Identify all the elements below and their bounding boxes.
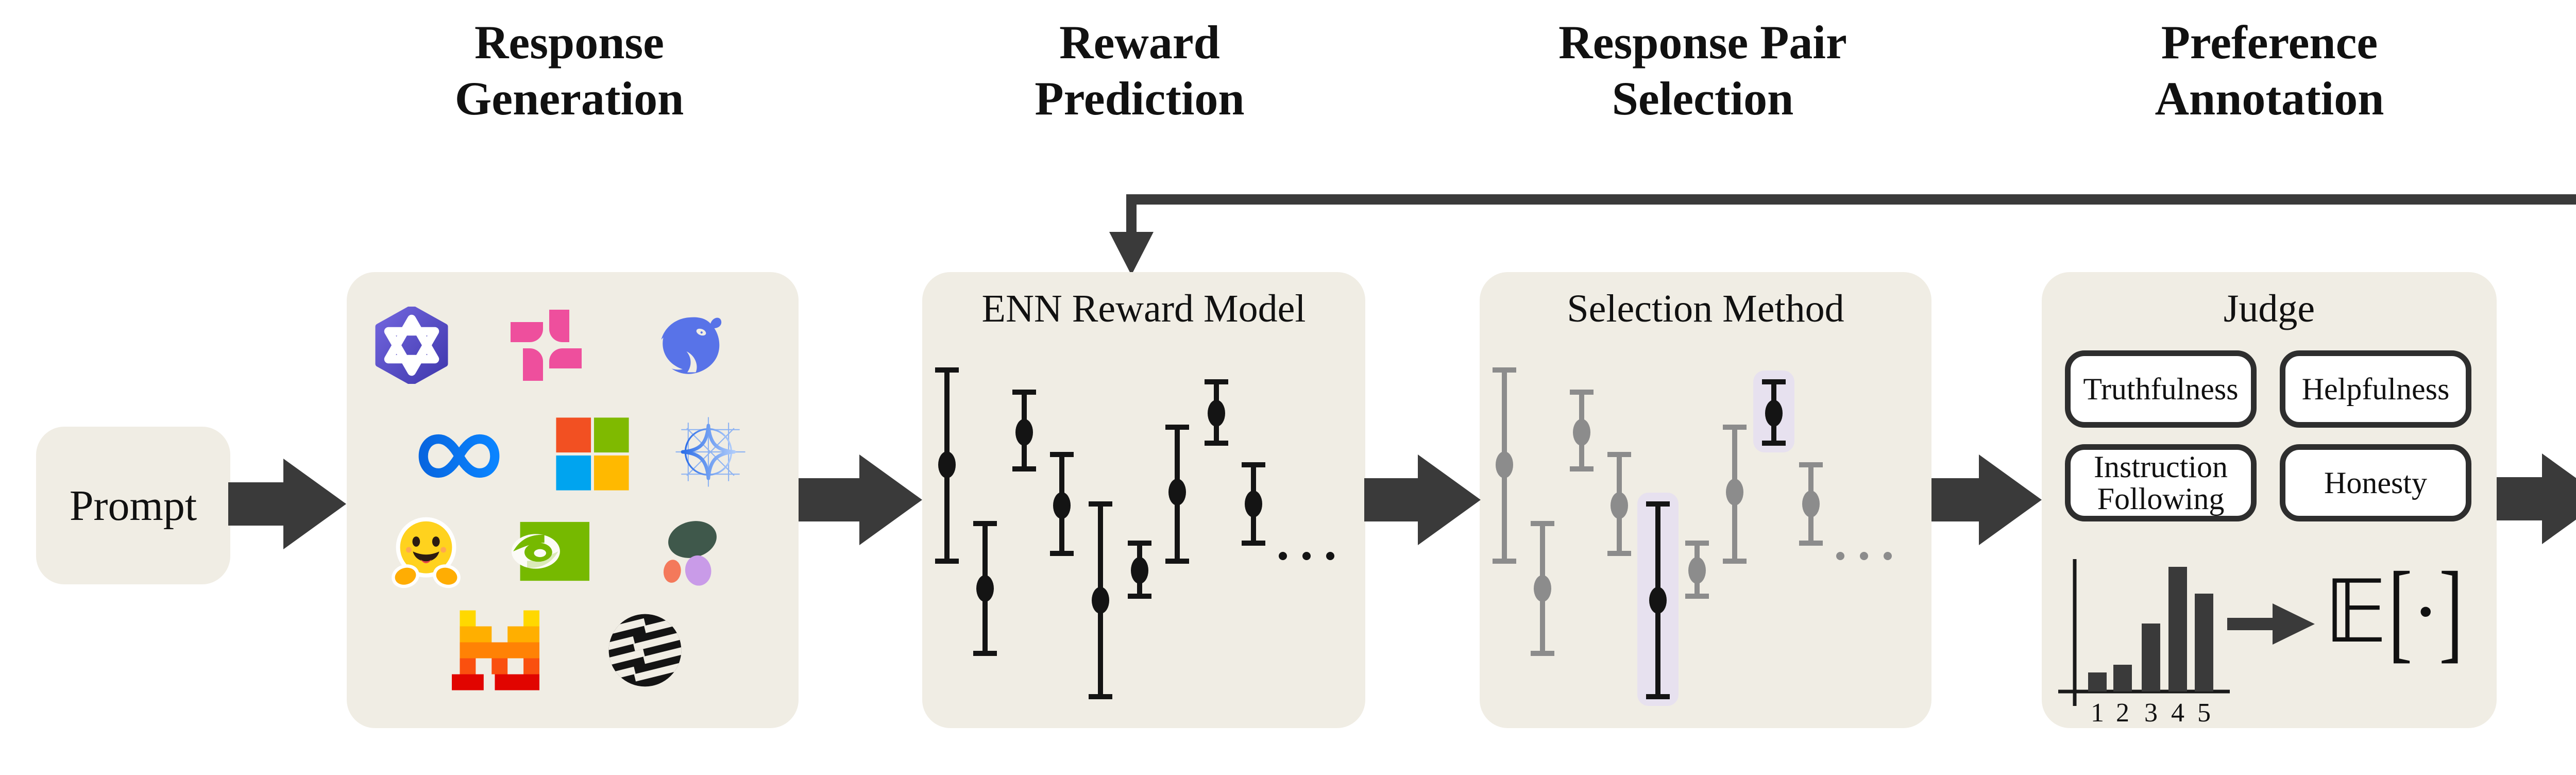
selection-method-title: Selection Method xyxy=(1567,287,1844,330)
enn-reward-model-title: ENN Reward Model xyxy=(981,287,1306,330)
arrow-prompt-to-generation xyxy=(228,459,346,549)
judge-criteria-grid: Truthfulness Helpfulness Instruction Fol… xyxy=(2065,350,2473,521)
reward-prediction-errorbar-plot xyxy=(935,367,1334,699)
header-line: Reward xyxy=(1059,16,1220,69)
criterion-honesty: Honesty xyxy=(2280,444,2471,521)
enn-reward-model-box: ENN Reward Model xyxy=(922,272,1365,728)
bracket-close: ] xyxy=(2439,549,2463,673)
nvidia-logo xyxy=(511,521,589,581)
criterion-instruction-following: Instruction Following xyxy=(2065,444,2257,521)
header-line: Annotation xyxy=(2155,72,2384,125)
header-line: Preference xyxy=(2161,16,2378,69)
judge-box: Judge Truthfulness Helpfulness Instructi… xyxy=(2042,272,2497,728)
svg-text:2: 2 xyxy=(2116,698,2129,728)
criterion-truthfulness: Truthfulness xyxy=(2065,350,2257,428)
header-line: Generation xyxy=(454,72,684,125)
svg-text:1: 1 xyxy=(2091,698,2104,728)
header-response-pair-selection: Response Pair Selection xyxy=(1558,14,1847,126)
arrow-enn-to-selection xyxy=(1364,454,1481,545)
hugging-face-logo xyxy=(392,517,461,588)
microsoft-logo xyxy=(556,417,629,491)
meta-logo xyxy=(418,434,500,478)
svg-text:5: 5 xyxy=(2197,698,2211,728)
deepseek-whale-logo xyxy=(657,317,722,374)
arrow-generation-to-enn xyxy=(799,454,922,545)
pink-pinwheel-logo xyxy=(511,310,582,381)
mistral-logo xyxy=(452,610,539,690)
moonshot-sphere-logo xyxy=(608,614,682,687)
selection-method-box: Selection Method xyxy=(1480,272,1931,728)
center-dot: · xyxy=(2415,577,2436,646)
header-reward-prediction: Reward Prediction xyxy=(1035,14,1244,126)
svg-text:4: 4 xyxy=(2171,698,2184,728)
arrow-judge-to-output xyxy=(2497,453,2576,544)
expectation-formula: 𝔼[·] xyxy=(2324,555,2464,667)
pebble-trio-logo xyxy=(663,521,717,586)
gemma-star-logo xyxy=(675,417,745,487)
pair-selection-errorbar-plot xyxy=(1493,367,1892,706)
criterion-helpfulness: Helpfulness xyxy=(2280,350,2471,428)
header-line: Response Pair xyxy=(1558,16,1847,69)
blackboard-e: 𝔼 xyxy=(2324,561,2387,662)
maps-to-arrow-icon xyxy=(2227,603,2315,645)
header-line: Prediction xyxy=(1035,72,1245,125)
feedback-line-left-drop xyxy=(1126,194,1137,234)
arrow-selection-to-judge xyxy=(1931,454,2042,545)
feedback-line-horizontal xyxy=(1126,194,2576,205)
svg-text:3: 3 xyxy=(2144,698,2158,728)
header-line: Response xyxy=(474,16,665,69)
bracket-open: [ xyxy=(2388,549,2413,673)
feedback-arrowhead-icon xyxy=(1109,232,1154,275)
judge-title: Judge xyxy=(2223,287,2315,330)
prompt-box: Prompt xyxy=(36,427,230,584)
response-generation-box xyxy=(347,272,799,728)
header-response-generation: Response Generation xyxy=(455,14,684,126)
header-line: Selection xyxy=(1612,72,1794,125)
qwen-logo xyxy=(375,307,448,384)
header-preference-annotation: Preference Annotation xyxy=(2155,14,2384,126)
prompt-label: Prompt xyxy=(69,481,197,530)
